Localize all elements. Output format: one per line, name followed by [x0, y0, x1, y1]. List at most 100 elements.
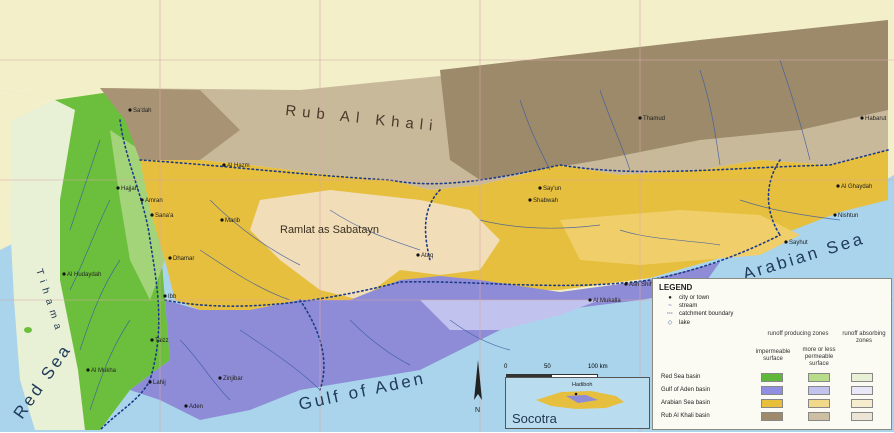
- city-dot-icon: [62, 272, 66, 276]
- city-label: Aden: [189, 404, 203, 410]
- ramlat-label: Ramlat as Sabatayn: [280, 224, 379, 236]
- city-dot-icon: [860, 116, 864, 120]
- city-label: Say'un: [543, 186, 561, 192]
- arabian-sea-basin-light: [560, 210, 800, 265]
- basin-name: Arabian Sea basin: [661, 400, 711, 406]
- city-label: Marib: [225, 218, 241, 224]
- col-permeable: more or less permeable surface: [802, 347, 836, 367]
- city-dot-icon: ●: [668, 295, 672, 301]
- basin-swatch: [761, 412, 783, 421]
- city-label: Habarut: [865, 116, 887, 122]
- city-label: Sayhut: [789, 240, 808, 246]
- island: [24, 327, 32, 333]
- city-dot-icon: [416, 253, 420, 257]
- island: [35, 248, 41, 252]
- basin-swatch: [851, 386, 873, 395]
- city-label: Al Hazm: [227, 163, 250, 169]
- basin-swatch: [808, 373, 830, 382]
- basin-name: Red Sea basin: [661, 374, 701, 380]
- city-label: Sana'a: [155, 213, 174, 219]
- legend: LEGEND ●city or town ~stream ···catchmen…: [652, 278, 892, 430]
- basin-name: Rub Al Khali basin: [661, 413, 710, 419]
- basin-swatch: [761, 373, 783, 382]
- legend-item-city: ●city or town: [663, 295, 709, 301]
- basin-swatch: [808, 412, 830, 421]
- basin-name: Gulf of Aden basin: [661, 387, 711, 393]
- city-label: Shabwah: [533, 198, 558, 204]
- city-label: Nishtun: [838, 213, 858, 219]
- catchment-boundary-icon: ···: [667, 311, 673, 317]
- basin-swatch: [808, 386, 830, 395]
- north-arrow-icon: N: [474, 360, 482, 414]
- city-dot-icon: [638, 116, 642, 120]
- socotra-inset: Hadiboh Socotra: [505, 377, 650, 429]
- gulf-of-aden-basin-light: [420, 300, 600, 330]
- legend-item-lake: ◇lake: [663, 319, 690, 326]
- city-dot-icon: [538, 186, 542, 190]
- city-dot-icon: [116, 186, 120, 190]
- city-dot-icon: [624, 282, 628, 286]
- scale-100: 100 km: [588, 364, 608, 370]
- socotra-label: Socotra: [512, 411, 557, 426]
- city-dot-icon: [163, 294, 167, 298]
- basin-swatch: [851, 412, 873, 421]
- legend-title: LEGEND: [659, 283, 693, 292]
- hadiboh-label: Hadiboh: [572, 382, 593, 388]
- city-label: Dhamar: [173, 256, 194, 262]
- city-dot-icon: [128, 108, 132, 112]
- col-runoff-absorbing: runoff absorbing zones: [842, 331, 886, 344]
- city-dot-icon: [220, 218, 224, 222]
- city-layer: Al Hudaydah Sana'a HajjahAmranDhamarIbbTai…: [62, 108, 887, 410]
- city-label: Taizz: [155, 338, 169, 344]
- city-dot-icon: [222, 163, 226, 167]
- city-label: Ibb: [168, 294, 177, 300]
- legend-item-stream: ~stream: [663, 303, 697, 309]
- legend-item-boundary: ···catchment boundary: [663, 311, 733, 317]
- basin-swatch: [761, 399, 783, 408]
- scale-0: 0: [504, 364, 508, 370]
- svg-text:N: N: [475, 407, 480, 414]
- col-impermeable: impermeable surface: [755, 349, 791, 362]
- city-dot-icon: [833, 213, 837, 217]
- basin-swatch: [851, 399, 873, 408]
- city-label: Al Ghaydah: [841, 184, 872, 190]
- city-dot-icon: [168, 256, 172, 260]
- lake-icon: ◇: [667, 320, 673, 326]
- catchment-boundaries: [99, 119, 889, 431]
- city-dot-icon: [148, 380, 152, 384]
- basin-swatch: [851, 373, 873, 382]
- city-dot-icon: [528, 198, 532, 202]
- scale-50: 50: [544, 364, 551, 370]
- city-label: Hajjah: [121, 186, 138, 192]
- basin-swatch: [761, 386, 783, 395]
- rub-al-khali-west: [100, 88, 240, 160]
- red-sea-basin-light: [110, 130, 165, 300]
- city-dot-icon: [836, 184, 840, 188]
- city-dot-icon: [86, 368, 90, 372]
- city-label: Thamud: [643, 116, 665, 122]
- city-dot-icon: [150, 213, 154, 217]
- city-label: Lahij: [153, 380, 166, 386]
- city-label: Zinjibar: [223, 376, 243, 382]
- city-dot-icon: [218, 376, 222, 380]
- ramlat-desert: [250, 190, 500, 300]
- city-dot-icon: [588, 298, 592, 302]
- stream-icon: ~: [668, 303, 672, 309]
- city-label: Al Hudaydah: [67, 272, 101, 278]
- city-label: Sa'dah: [133, 108, 152, 114]
- city-label: Al Mukalla: [593, 298, 621, 304]
- streams: [69, 59, 841, 411]
- tihama-pale-zone: [10, 100, 85, 430]
- basin-swatch: [808, 399, 830, 408]
- col-runoff-producing: runoff producing zones: [767, 331, 829, 337]
- city-label: Al Mukha: [91, 368, 117, 374]
- city-dot-icon: [140, 198, 144, 202]
- city-dot-icon: [150, 338, 154, 342]
- socotra-island: [536, 391, 624, 409]
- city-label: Amran: [145, 198, 163, 204]
- city-dot-icon: [784, 240, 788, 244]
- city-dot-icon: [184, 404, 188, 408]
- city-label: Ash Shihr: [629, 282, 655, 288]
- city-label: Ataq: [421, 253, 433, 259]
